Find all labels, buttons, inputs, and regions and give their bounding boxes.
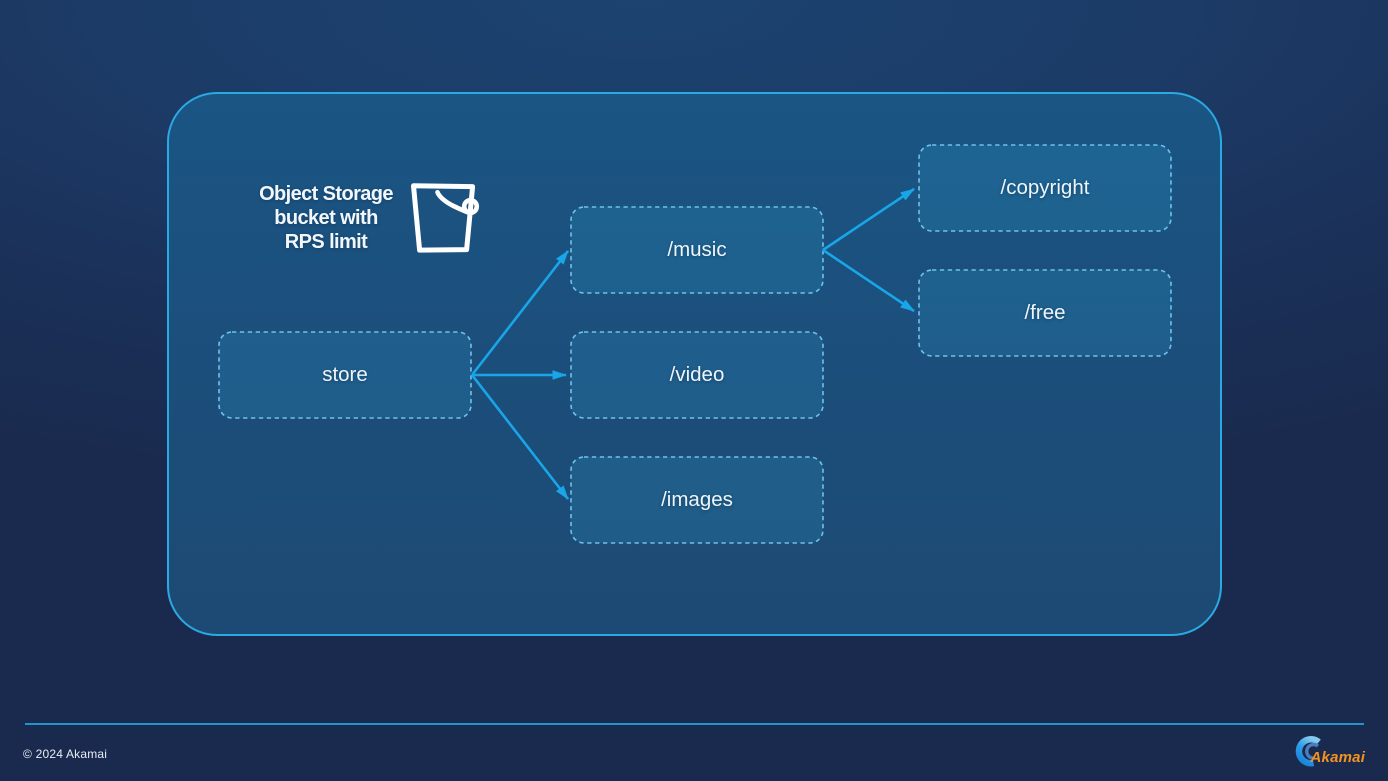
svg-text:Akamai: Akamai xyxy=(1310,749,1366,766)
